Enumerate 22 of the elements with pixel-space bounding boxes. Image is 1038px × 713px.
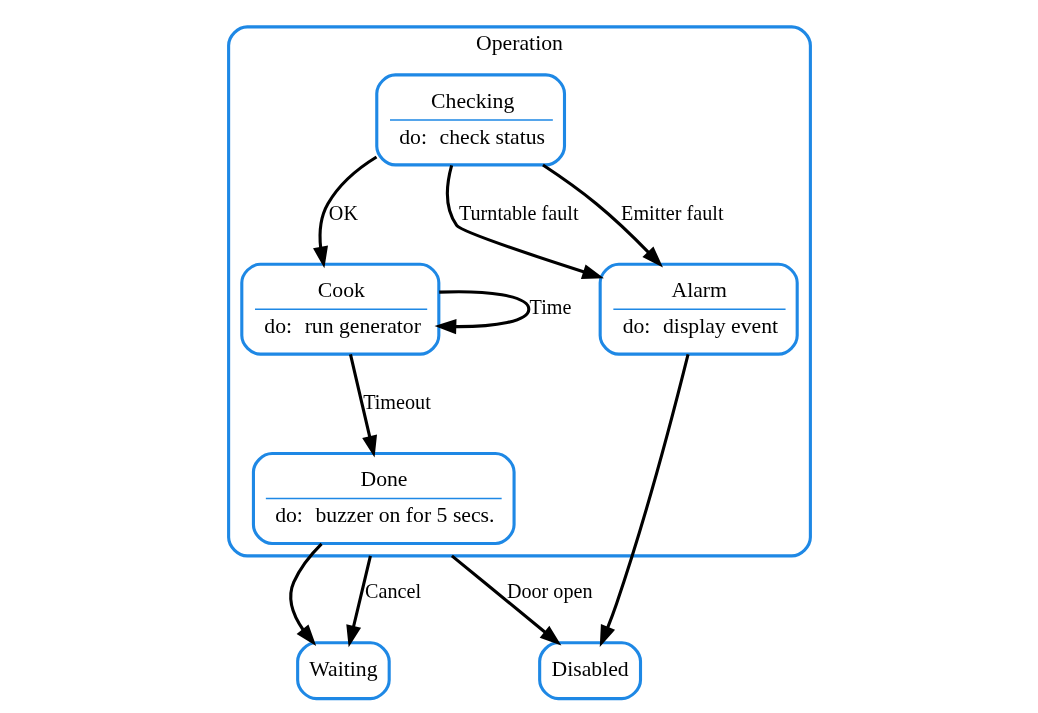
arrow: [288, 542, 323, 647]
arrow: [599, 354, 690, 648]
edge-label: Time: [529, 296, 571, 319]
edge-label: Door open: [506, 580, 593, 603]
arrow: [434, 290, 530, 335]
arrow: [345, 555, 372, 648]
arrow: [450, 554, 561, 646]
node-box: Cook do: run generator: [239, 262, 440, 356]
node-box: Done do: buzzer on for 5 secs.: [251, 451, 516, 545]
edge-label: Emitter fault: [620, 201, 724, 224]
node-box: Checking do: check status: [374, 73, 566, 167]
edge-label: OK: [328, 201, 358, 224]
arrow: [348, 354, 377, 458]
edge-label: Timeout: [362, 391, 431, 414]
arrow: [312, 155, 377, 269]
node-box: Disabled: [537, 641, 642, 701]
arrow: [541, 163, 663, 268]
edge-label: Turntable fault: [458, 201, 579, 224]
edge-label: Cancel: [364, 580, 421, 603]
node-box: Waiting: [295, 641, 391, 701]
node-box: Alarm do: display event: [598, 262, 799, 356]
arrow: [445, 164, 604, 279]
